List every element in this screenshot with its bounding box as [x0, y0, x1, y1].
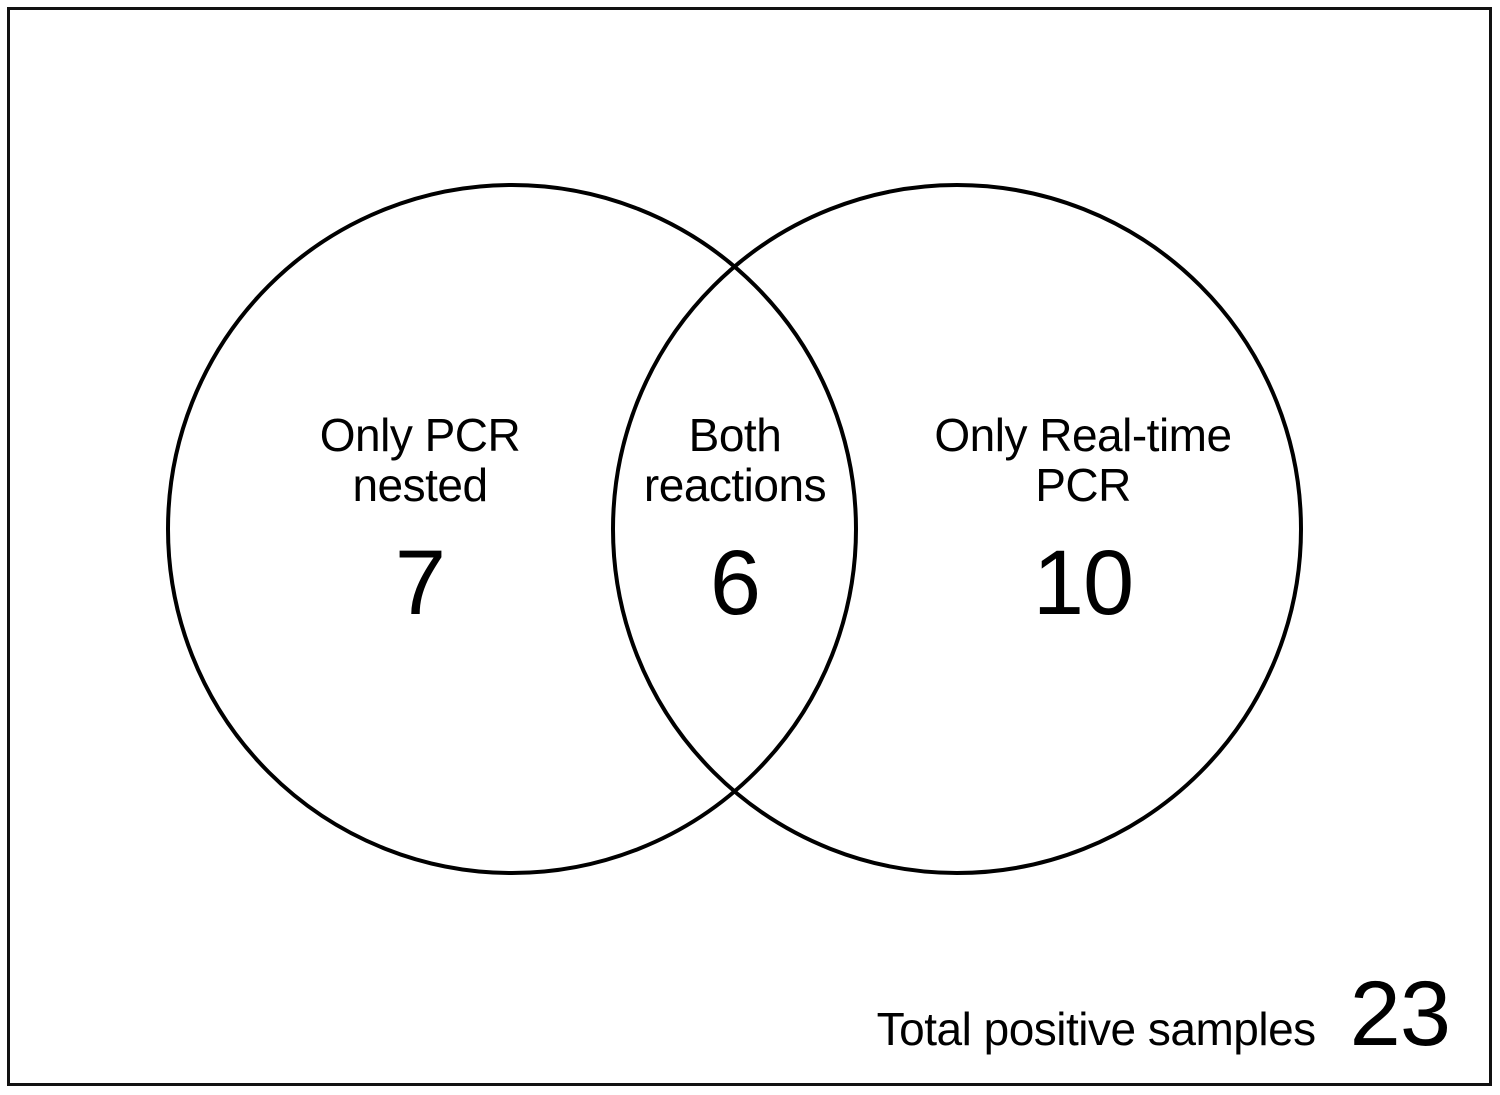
left-set-circle	[166, 183, 858, 875]
right-set-circle	[611, 183, 1303, 875]
right-set-label: Only Real-time PCR	[934, 409, 1232, 511]
total-value: 23	[1349, 963, 1451, 1065]
intersection-label: Both reactions	[643, 409, 827, 511]
venn-region-right: Only Real-time PCR 10	[893, 409, 1273, 635]
left-set-value: 7	[394, 532, 446, 635]
total-positive-samples-row: Total positive samples 23	[760, 963, 1451, 1065]
figure-border	[7, 7, 1492, 1086]
total-label: Total positive samples	[876, 1003, 1316, 1055]
left-set-label: Only PCR nested	[319, 409, 521, 511]
right-set-value: 10	[1032, 532, 1134, 635]
intersection-value: 6	[709, 532, 761, 635]
venn-region-intersection: Both reactions 6	[615, 409, 855, 635]
venn-region-left: Only PCR nested 7	[235, 409, 605, 635]
